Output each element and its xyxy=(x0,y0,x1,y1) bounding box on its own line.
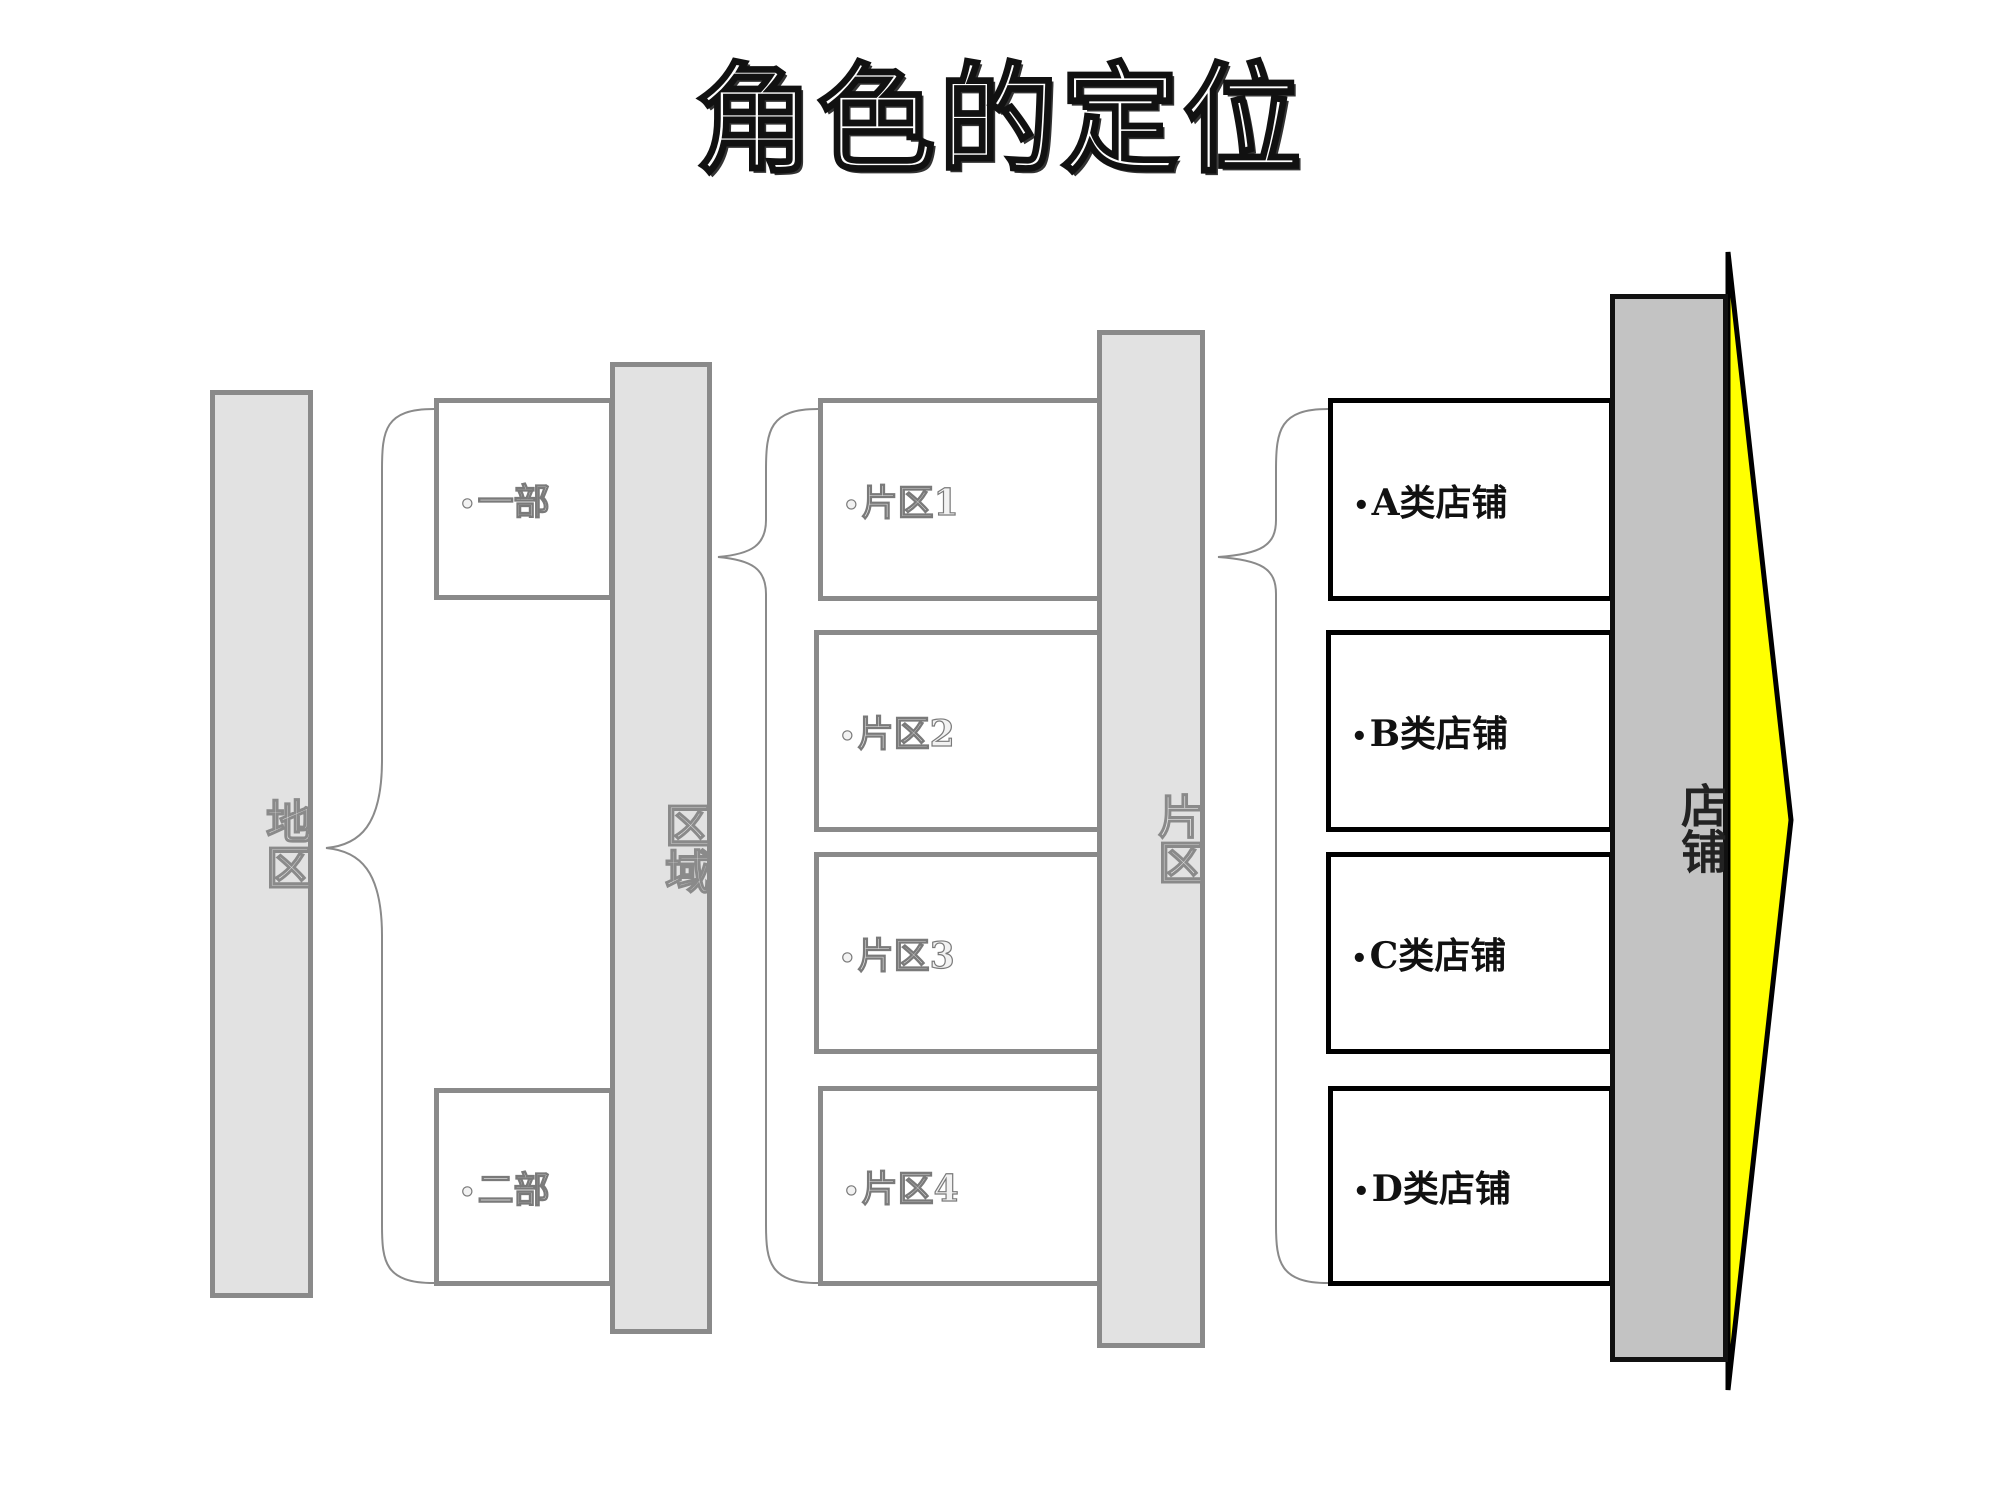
store-type-box-c: •C类店铺 xyxy=(1326,852,1614,1054)
district-label-4: •片区4 xyxy=(842,1160,959,1212)
district-text-4: 片区4 xyxy=(861,1167,959,1210)
store-type-text-c: C类店铺 xyxy=(1369,935,1507,977)
district-text-2: 片区2 xyxy=(857,712,955,755)
department-text-2: 二部 xyxy=(477,1168,550,1211)
bullet-dot: • xyxy=(1353,1177,1370,1207)
store-type-label-a: •A类店铺 xyxy=(1353,474,1508,526)
bullet-dot: • xyxy=(1353,490,1370,521)
bullet-dot: • xyxy=(838,943,856,974)
bullet-dot: • xyxy=(1351,722,1368,752)
pillar-region: 地区 xyxy=(210,390,314,1298)
pillar-store: 店铺 xyxy=(1610,294,1728,1362)
brace-region-to-departments xyxy=(325,408,435,1284)
department-text-1: 一部 xyxy=(477,480,550,523)
pillar-region-label: 地区 xyxy=(258,797,314,891)
department-label-2: •二部 xyxy=(458,1161,550,1213)
store-type-label-c: •C类店铺 xyxy=(1351,927,1506,979)
store-type-box-a: •A类店铺 xyxy=(1328,398,1614,601)
pillar-area: 区域 xyxy=(610,362,713,1334)
bullet-dot: • xyxy=(842,490,860,521)
store-type-text-b: B类店铺 xyxy=(1369,713,1509,755)
district-text-3: 片区3 xyxy=(857,934,955,977)
brace-district-to-stores xyxy=(1217,408,1329,1284)
store-type-box-d: •D类店铺 xyxy=(1328,1086,1614,1286)
store-type-text-a: A类店铺 xyxy=(1371,481,1508,524)
bullet-dot: • xyxy=(842,1176,860,1207)
store-type-label-b: •B类店铺 xyxy=(1351,705,1508,757)
pillar-district-label: 片区 xyxy=(1150,792,1206,886)
pillar-district: 片区 xyxy=(1097,330,1206,1348)
direction-arrow xyxy=(1725,251,1794,1391)
district-box-2: •片区2 xyxy=(814,630,1102,832)
district-label-1: •片区1 xyxy=(842,474,959,526)
district-box-1: •片区1 xyxy=(818,398,1102,601)
district-label-3: •片区3 xyxy=(838,927,955,979)
pillar-store-label: 店铺 xyxy=(1674,782,1728,874)
department-box-2: •二部 xyxy=(434,1088,614,1286)
department-label-1: •一部 xyxy=(458,473,550,525)
brace-area-to-districts xyxy=(717,408,819,1284)
bullet-dot: • xyxy=(458,489,476,520)
diagram-title: 角色的定位 xyxy=(693,50,1305,189)
bullet-dot: • xyxy=(838,721,856,752)
pillar-area-label: 区域 xyxy=(657,801,713,895)
district-text-1: 片区1 xyxy=(861,481,959,524)
store-type-label-d: •D类店铺 xyxy=(1353,1160,1511,1212)
store-type-box-b: •B类店铺 xyxy=(1326,630,1614,832)
district-box-3: •片区3 xyxy=(814,852,1102,1054)
bullet-dot: • xyxy=(1351,944,1368,974)
district-box-4: •片区4 xyxy=(818,1086,1102,1286)
bullet-dot: • xyxy=(458,1177,476,1208)
department-box-1: •一部 xyxy=(434,398,614,600)
district-label-2: •片区2 xyxy=(838,705,955,757)
store-type-text-d: D类店铺 xyxy=(1371,1168,1511,1210)
